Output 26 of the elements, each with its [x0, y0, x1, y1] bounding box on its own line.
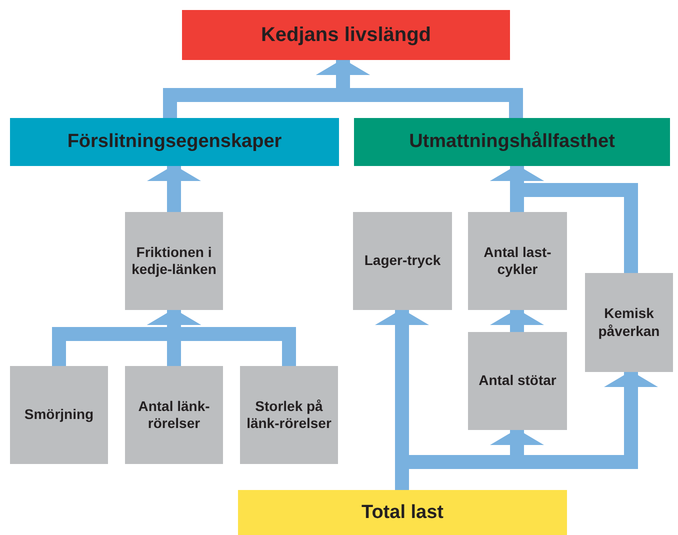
factor-box [125, 212, 223, 310]
arrow [147, 165, 201, 212]
category-box [354, 118, 670, 166]
factor-box [468, 212, 567, 310]
factor-box [585, 273, 673, 372]
box-label: Antal länk-rörelser [137, 398, 211, 432]
result-box [182, 10, 510, 60]
factor-box [10, 366, 108, 464]
box-label: Utmattningshållfasthet [409, 130, 615, 154]
factor-box [125, 366, 223, 464]
box-label: Kemisk påverkan [597, 305, 661, 340]
factor-box [468, 332, 567, 430]
box-label: Antal last-cykler [482, 244, 552, 278]
arrow [490, 309, 544, 332]
factor-box [240, 366, 338, 464]
box-label: Antal stötar [478, 372, 556, 390]
box-label: Total last [362, 500, 444, 524]
factor-box [353, 212, 452, 310]
box-label: Smörjning [24, 406, 94, 424]
box-label: Lager-tryck [364, 252, 441, 270]
category-box [10, 118, 339, 166]
box-label: Förslitningsegenskaper [67, 130, 282, 154]
box-label: Friktionen i kedje-länken [130, 244, 218, 278]
box-label: Storlek på länk-rörelser [246, 398, 332, 432]
box-label: Kedjans livslängd [260, 22, 432, 48]
source-box [238, 490, 567, 535]
